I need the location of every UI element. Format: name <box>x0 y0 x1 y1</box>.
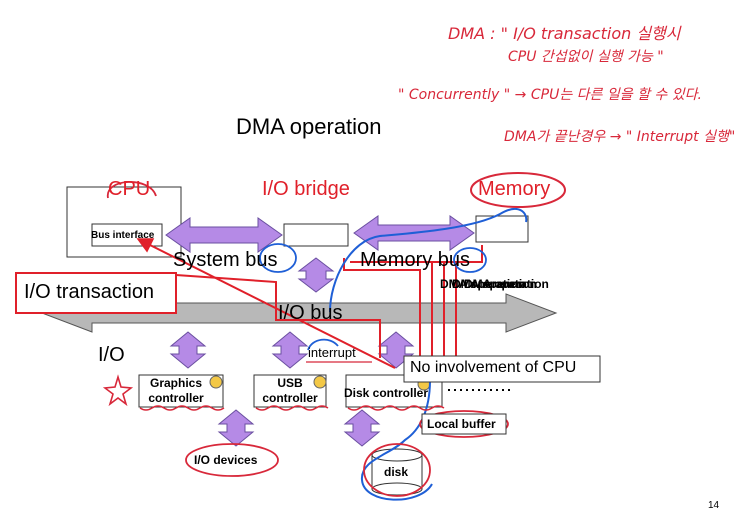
memory-bus-blue-circle <box>453 247 487 273</box>
disk-label: disk <box>384 465 409 479</box>
bus-interface-label: Bus interface <box>91 230 155 241</box>
usb-arrow <box>271 331 309 369</box>
page-number: 14 <box>708 500 720 511</box>
io-devices-red-circle <box>185 443 279 477</box>
disk-ctrl-red-underline <box>347 405 445 411</box>
memory-bus-label: Memory bus <box>360 249 471 271</box>
dma-path-2 <box>350 245 483 263</box>
io-transaction-label: I/O transaction <box>24 281 155 303</box>
graphics-controller-label: Graphics controller <box>148 376 204 405</box>
system-bus-blue-circle <box>259 243 297 273</box>
disk-red-circle <box>363 443 431 497</box>
usb-red-underline <box>255 405 329 411</box>
usb-controller-label: USB controller <box>262 376 318 405</box>
dma-overlap-label-2: DMA operation <box>452 277 537 291</box>
dma-overlap-label-3: DMA operation <box>464 277 549 291</box>
cpu-label: CPU <box>108 178 151 200</box>
local-buffer-red-circle <box>419 410 509 438</box>
system-bus-arrow <box>165 217 283 253</box>
disk-bottom <box>371 482 423 496</box>
memory-red-circle <box>470 172 566 208</box>
bridge-io-arrow <box>297 257 335 293</box>
annotation-line-4: DMA가 끝난경우 → " Interrupt 실행" <box>504 129 736 145</box>
memory-box <box>475 215 529 243</box>
io-devices-label: I/O devices <box>194 453 258 467</box>
io-label: I/O <box>98 344 125 366</box>
disk-controller-label: Disk controller <box>344 386 429 400</box>
no-involvement-label: No involvement of CPU <box>410 359 577 376</box>
io-bridge-box <box>283 223 349 247</box>
annotation-line-2: CPU 간섭없이 실행 가능 " <box>508 49 664 65</box>
blue-path <box>329 208 528 313</box>
graphics-red-underline <box>139 405 225 411</box>
system-bus-label: System bus <box>173 249 278 271</box>
io-devices-arrow <box>217 409 255 447</box>
disk-arrow <box>343 409 381 447</box>
interrupt-label: interrupt <box>308 345 356 360</box>
cpu-red-circle <box>107 181 157 199</box>
local-buffer-box <box>421 413 507 435</box>
red-star-icon <box>102 374 134 407</box>
disk-top <box>371 448 423 462</box>
blue-mid <box>307 338 339 351</box>
io-bridge-label: I/O bridge <box>262 178 350 200</box>
graphics-controller-box <box>138 374 224 408</box>
graphics-arrow <box>169 331 207 369</box>
transaction-path <box>175 274 381 358</box>
dma-overlap-label-1: DMA operation <box>440 277 525 291</box>
local-buffer-label: Local buffer <box>427 417 496 431</box>
annotation-line-1: DMA : " I/O transaction 실행시 <box>448 24 681 43</box>
memory-label: Memory <box>478 178 551 200</box>
interrupt-arrow <box>136 238 396 369</box>
graphics-led <box>209 375 223 389</box>
slide-title: DMA operation <box>236 114 382 139</box>
no-involvement-box <box>403 355 601 383</box>
usb-led <box>313 375 327 389</box>
annotation-line-3: " Concurrently " → CPU는 다른 일을 할 수 있다. <box>398 87 702 103</box>
io-transaction-box <box>15 272 177 314</box>
io-bus-label: I/O bus <box>278 302 343 324</box>
